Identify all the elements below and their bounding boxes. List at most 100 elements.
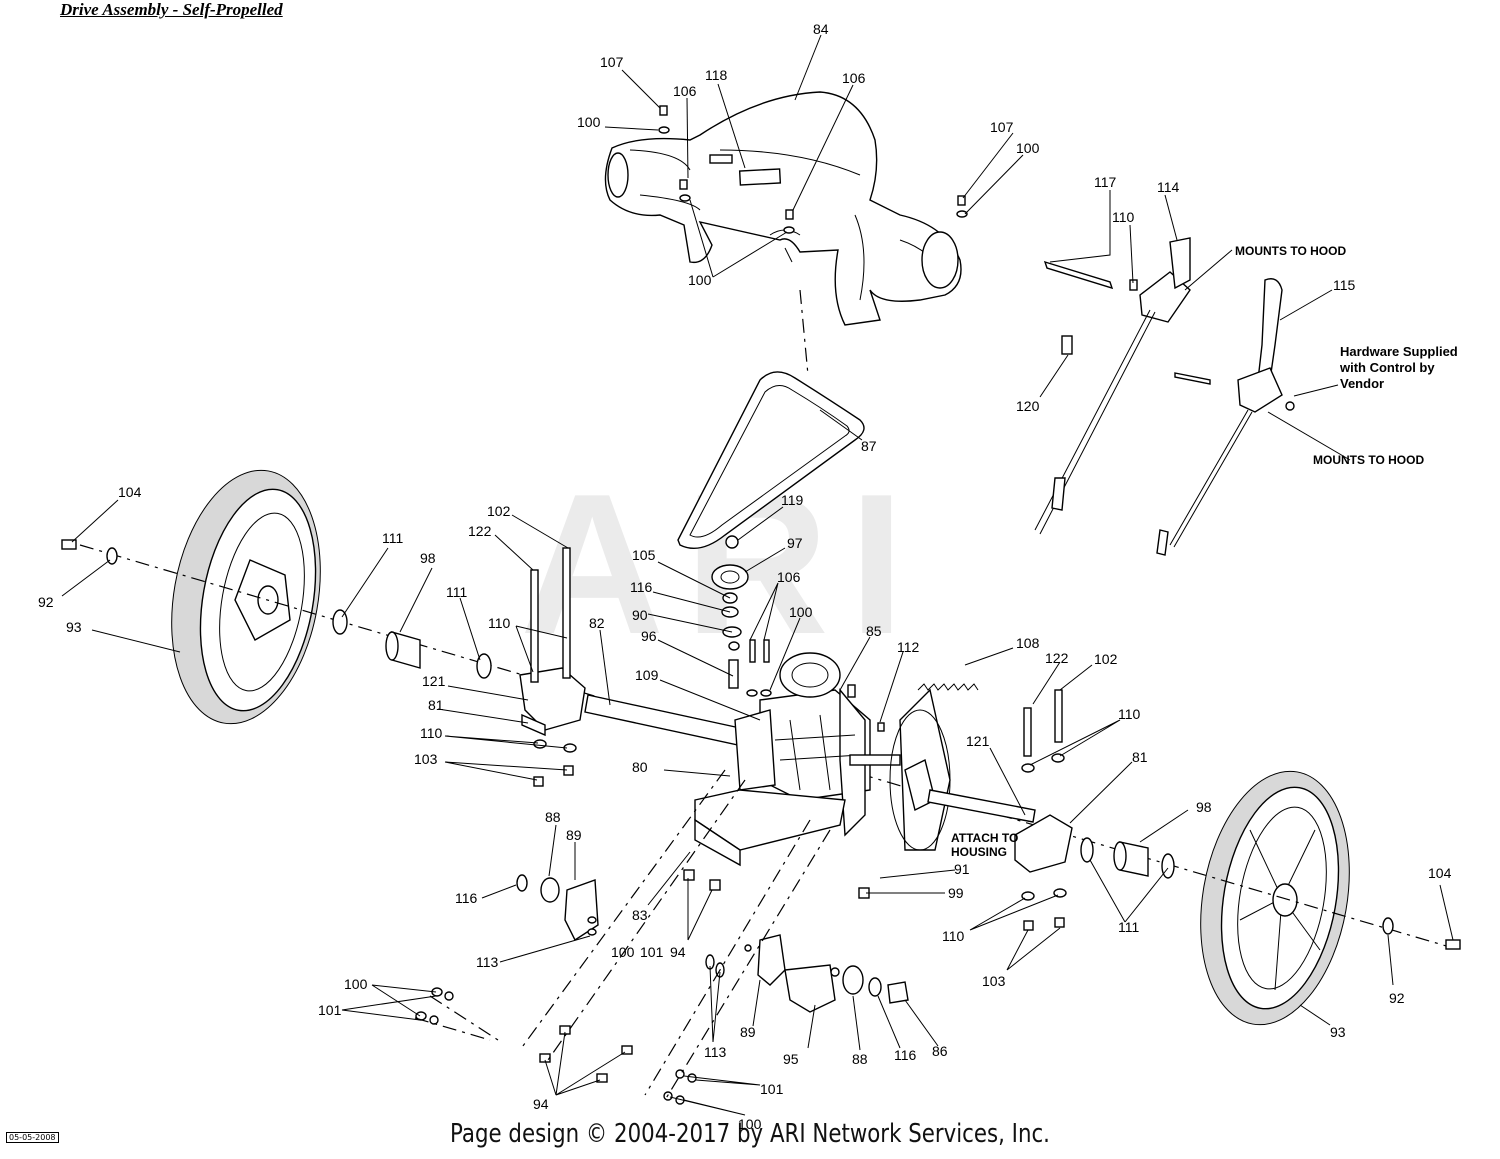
callout-121: 121 <box>422 673 446 689</box>
callout-100: 100 <box>611 944 635 960</box>
callout-80: 80 <box>632 759 648 775</box>
callout-89: 89 <box>740 1024 756 1040</box>
spring <box>917 683 979 691</box>
right-axle-hardware <box>1014 689 1461 950</box>
callout-111: 111 <box>1118 919 1139 935</box>
callout-93: 93 <box>66 619 82 635</box>
callout-122: 122 <box>468 523 492 539</box>
callout-106: 106 <box>673 83 697 99</box>
callout-100: 100 <box>688 272 712 288</box>
callout-119: 119 <box>781 492 804 508</box>
callout-90: 90 <box>632 607 648 623</box>
callout-113: 113 <box>476 954 499 970</box>
callout-82: 82 <box>589 615 605 631</box>
callout-116: 116 <box>894 1047 917 1063</box>
callout-110: 110 <box>488 615 511 631</box>
callout-100: 100 <box>577 114 601 130</box>
diagram-title: Drive Assembly - Self-Propelled <box>60 0 283 19</box>
callout-83: 83 <box>632 907 648 923</box>
callout-98: 98 <box>1196 799 1212 815</box>
right-rear-wheel <box>1200 770 1350 1026</box>
callout-120: 120 <box>1016 398 1040 414</box>
note-hardware-line1: Hardware Supplied <box>1340 344 1458 359</box>
callout-117: 117 <box>1094 174 1117 190</box>
note-attach-to-housing: ATTACH TO <box>951 831 1018 845</box>
callout-84: 84 <box>813 21 829 37</box>
drive-belt <box>677 371 865 549</box>
callout-93: 93 <box>1330 1024 1346 1040</box>
callout-92: 92 <box>38 594 54 610</box>
callout-103: 103 <box>414 751 438 767</box>
callout-99: 99 <box>948 885 964 901</box>
note-mounts-to-hood: MOUNTS TO HOOD <box>1313 453 1424 467</box>
callout-110: 110 <box>420 725 443 741</box>
callout-104: 104 <box>1428 865 1452 881</box>
callout-100: 100 <box>789 604 813 620</box>
callout-112: 112 <box>897 639 920 655</box>
date-stamp: 05-05-2008 <box>6 1132 59 1143</box>
callout-111: 111 <box>382 530 403 546</box>
note-hardware-line2: with Control by <box>1339 360 1435 375</box>
callout-116: 116 <box>630 579 653 595</box>
callout-100: 100 <box>1016 140 1040 156</box>
callout-88: 88 <box>545 809 561 825</box>
callout-118: 118 <box>705 67 728 83</box>
callout-91: 91 <box>954 861 970 877</box>
callout-122: 122 <box>1045 650 1069 666</box>
assembly-notes: MOUNTS TO HOOD MOUNTS TO HOOD Hardware S… <box>951 244 1458 859</box>
callout-109: 109 <box>635 667 659 683</box>
callout-116: 116 <box>455 890 478 906</box>
height-adjust-brackets <box>414 769 909 1105</box>
left-axle-hardware <box>61 539 586 787</box>
callout-110: 110 <box>1118 706 1141 722</box>
callout-81: 81 <box>428 697 444 713</box>
page-footer: Page design © 2004-2017 by ARI Network S… <box>450 1119 1050 1149</box>
callout-97: 97 <box>787 535 803 551</box>
callout-114: 114 <box>1157 179 1180 195</box>
callout-103: 103 <box>982 973 1006 989</box>
left-rear-wheel <box>171 469 321 725</box>
callout-95: 95 <box>783 1051 799 1067</box>
pulley-stack <box>711 535 885 732</box>
callout-115: 115 <box>1333 277 1356 293</box>
note-mounts-to-hood: MOUNTS TO HOOD <box>1235 244 1346 258</box>
hood-hardware <box>658 105 968 234</box>
note-attach-to-housing: HOUSING <box>951 845 1007 859</box>
callout-105: 105 <box>632 547 656 563</box>
transmission-gearbox <box>734 652 1036 851</box>
callout-94: 94 <box>670 944 686 960</box>
callout-110: 110 <box>942 928 965 944</box>
callout-100: 100 <box>344 976 368 992</box>
callout-106: 106 <box>842 70 866 86</box>
callout-100: 100 <box>738 1116 762 1132</box>
callout-110: 110 <box>1112 209 1135 225</box>
callout-108: 108 <box>1016 635 1040 651</box>
callout-96: 96 <box>641 628 657 644</box>
callout-98: 98 <box>420 550 436 566</box>
callout-102: 102 <box>487 503 511 519</box>
leader-lines <box>61 34 1454 1116</box>
drive-control-assembly <box>1034 237 1295 556</box>
note-hardware-line3: Vendor <box>1340 376 1384 391</box>
callout-87: 87 <box>861 438 877 454</box>
callout-85: 85 <box>866 623 882 639</box>
callout-107: 107 <box>600 54 624 70</box>
callout-92: 92 <box>1389 990 1405 1006</box>
callout-88: 88 <box>852 1051 868 1067</box>
callout-107: 107 <box>990 119 1014 135</box>
callout-111: 111 <box>446 584 467 600</box>
transmission-bracket <box>694 789 846 867</box>
callout-81: 81 <box>1132 749 1148 765</box>
callout-101: 101 <box>760 1081 784 1097</box>
callout-86: 86 <box>932 1043 948 1059</box>
callout-106: 106 <box>777 569 801 585</box>
rear-hood-cover <box>604 91 962 326</box>
callout-121: 121 <box>966 733 990 749</box>
callout-89: 89 <box>566 827 582 843</box>
callout-numbers: 84 107 106 118 106 100 107 100 100 117 1… <box>38 21 1452 1132</box>
callout-102: 102 <box>1094 651 1118 667</box>
callout-113: 113 <box>704 1044 727 1060</box>
callout-101: 101 <box>318 1002 342 1018</box>
